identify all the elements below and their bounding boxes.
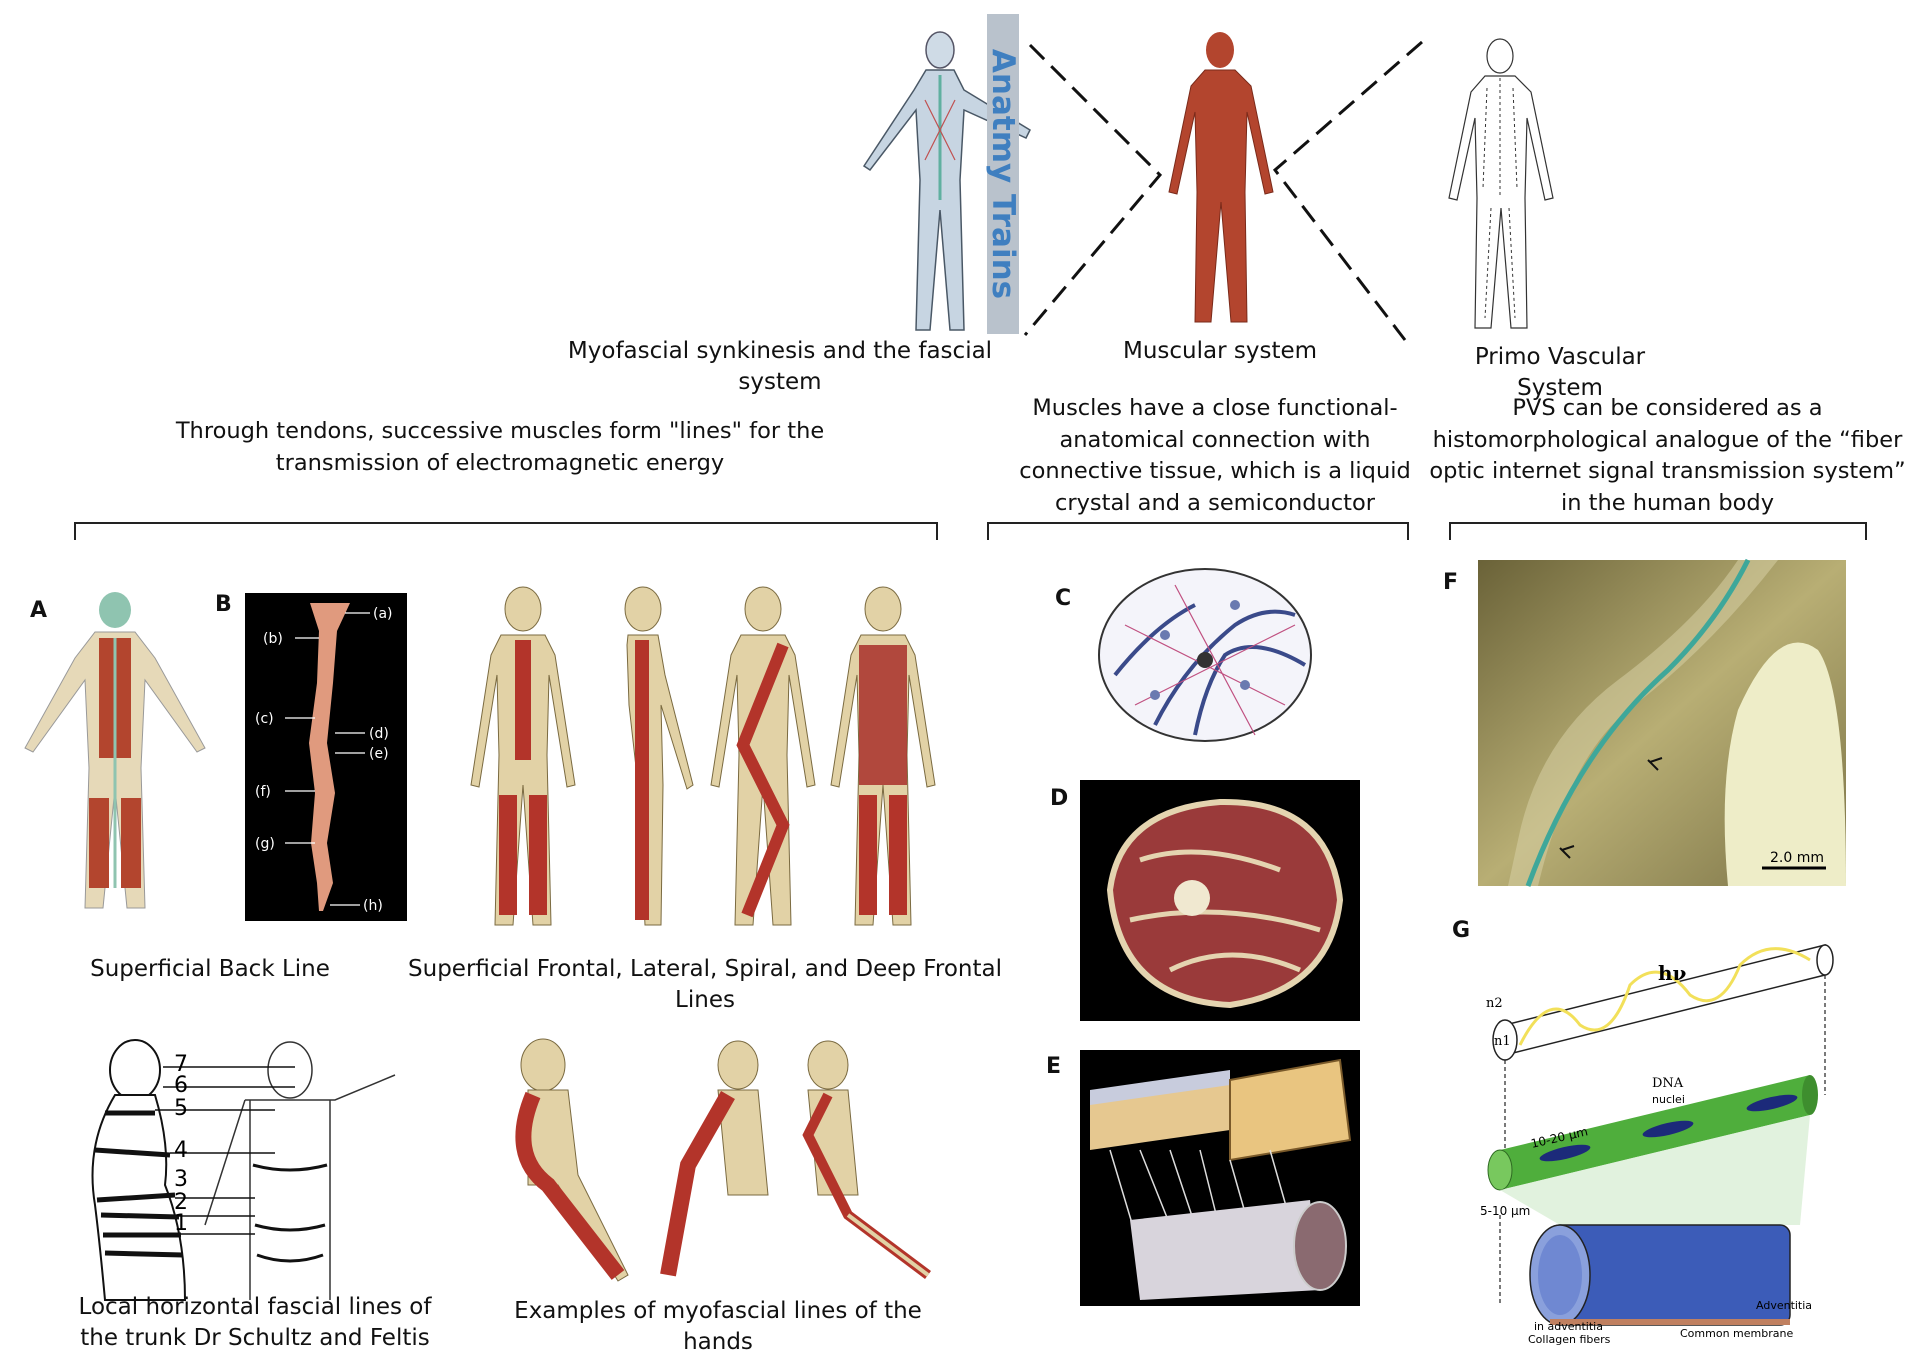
label-b-e: (e) — [369, 746, 389, 762]
connective-tissue-micrograph — [1098, 568, 1312, 742]
caption-back-line: Superficial Back Line — [90, 956, 330, 982]
primo-vessel-photo: 2.0 mm — [1478, 558, 1846, 887]
panel-label-f: F — [1443, 570, 1459, 595]
label-b-d: (d) — [369, 726, 389, 742]
anatomy-trains-banner — [987, 14, 1019, 334]
label-n1: n1 — [1494, 1034, 1511, 1049]
bracket-left — [74, 522, 938, 540]
scale-bar-label: 2.0 mm — [1770, 850, 1824, 866]
label-b-h: (h) — [363, 898, 383, 914]
label-collagen-2: in adventitia — [1534, 1320, 1603, 1333]
label-diameter: 5-10 µm — [1480, 1204, 1530, 1218]
label-b-b: (b) — [263, 631, 283, 647]
superficial-back-line-figure — [24, 592, 206, 909]
label-b-a: (a) — [373, 606, 393, 622]
label-b-c: (c) — [255, 711, 274, 727]
number-5: 5 — [174, 1096, 188, 1121]
label-dna: DNA — [1652, 1076, 1684, 1091]
label-hv: hν — [1658, 961, 1687, 985]
panel-label-a: A — [30, 598, 48, 623]
number-6: 6 — [174, 1073, 188, 1098]
label-nuclei: nuclei — [1652, 1093, 1685, 1106]
hands-myofascial-figures — [515, 1038, 931, 1282]
muscular-caption: Muscular system — [1122, 338, 1318, 364]
heading-middle: Muscles have a close functional-anatomic… — [1019, 395, 1411, 516]
number-3: 3 — [174, 1167, 188, 1192]
label-n2: n2 — [1486, 996, 1503, 1011]
dashed-connectors — [1023, 40, 1423, 341]
label-b-g: (g) — [255, 836, 275, 852]
panel-label-c: C — [1055, 586, 1072, 611]
number-7: 7 — [174, 1052, 188, 1077]
primo-vessel-fiber-diagram: n2 n1 hν DNA nuclei 10-20 µm 5-10 µm Adv… — [1480, 944, 1834, 1346]
label-collagen-1: Collagen fibers — [1528, 1333, 1611, 1346]
fascial-figure — [862, 31, 1031, 331]
fascial-caption: Myofascial synkinesis and the fascial sy… — [567, 338, 993, 396]
pvs-figure — [1448, 38, 1554, 329]
caption-hands-lines: Examples of myofascial lines of the hand… — [514, 1298, 922, 1356]
pvs-caption: Primo Vascular System — [1474, 344, 1646, 402]
number-1: 1 — [174, 1211, 188, 1236]
number-2: 2 — [174, 1190, 188, 1215]
back-line-dissection: (a) (b) (c) (d) (e) (f) (g) (h) — [245, 593, 407, 921]
bracket-right — [1449, 522, 1867, 540]
fascia-3d-illustration — [1080, 1050, 1360, 1306]
skeleton-lines-figures — [470, 586, 936, 926]
heading-right: PVS can be considered as a histomorpholo… — [1429, 395, 1906, 516]
caption-frontal-lines: Superficial Frontal, Lateral, Spiral, an… — [408, 956, 1002, 1014]
panel-label-d: D — [1050, 786, 1069, 811]
muscle-cross-section-photo — [1080, 780, 1360, 1021]
bracket-middle — [987, 522, 1409, 540]
horizontal-fascial-lines-drawing — [91, 1039, 396, 1301]
caption-horizontal-lines: Local horizontal fascial lines of the tr… — [78, 1294, 432, 1352]
heading-left: Through tendons, successive muscles form… — [175, 418, 825, 476]
label-common-membrane: Common membrane — [1680, 1327, 1793, 1340]
panel-label-g: G — [1452, 918, 1471, 943]
panel-label-b: B — [215, 592, 232, 617]
label-adventitia: Adventitia — [1756, 1299, 1812, 1312]
muscular-figure — [1168, 32, 1274, 323]
panel-label-e: E — [1046, 1054, 1062, 1079]
label-b-f: (f) — [255, 784, 271, 800]
number-4: 4 — [174, 1138, 188, 1163]
